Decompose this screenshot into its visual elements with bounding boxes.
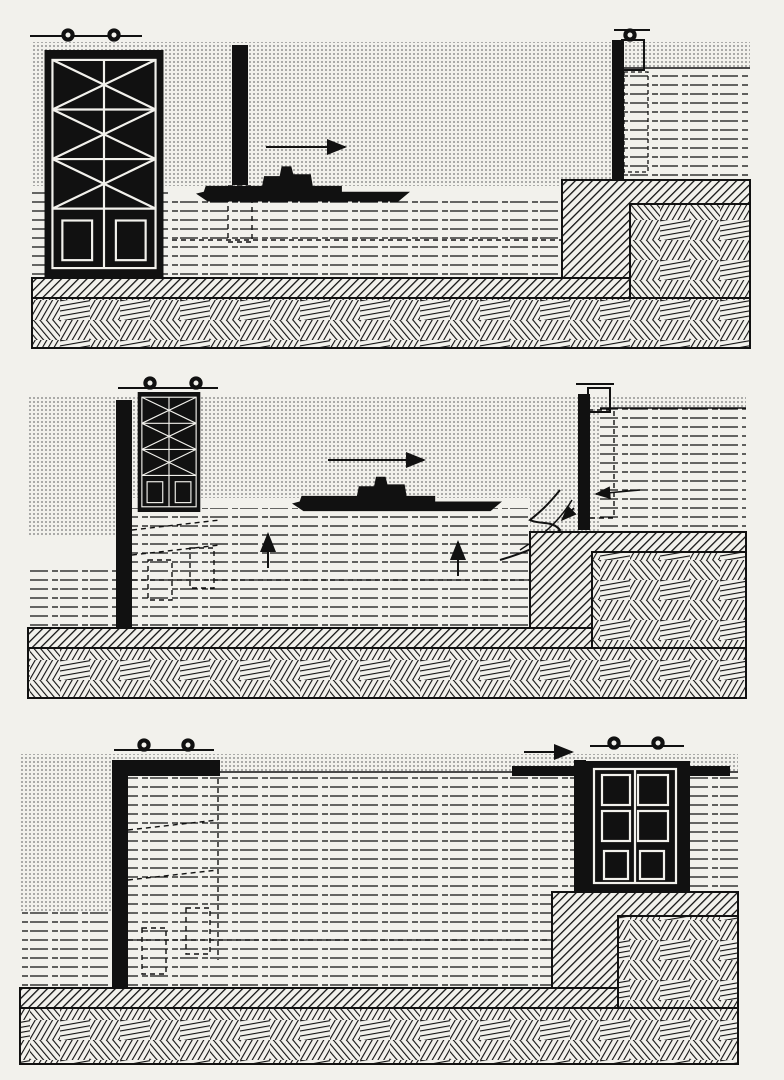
downstream-gate-closed <box>112 760 128 988</box>
chamber-floor <box>31 277 631 299</box>
panel-2-filling <box>27 376 747 699</box>
ground-bedrock <box>31 297 751 349</box>
flow-arrow-icon <box>594 486 641 500</box>
ship-icon <box>512 766 574 776</box>
upstream-gate-raised-icon <box>580 760 690 892</box>
pulley-icon <box>181 738 195 752</box>
panel-1-lower-level <box>30 28 751 349</box>
flow-arrow-icon <box>560 505 577 522</box>
pulley-icon <box>61 28 75 42</box>
pulley-icon <box>143 376 157 390</box>
pulley-icon <box>623 28 637 42</box>
upstream-gate-closed <box>578 394 590 530</box>
pulley-icon <box>107 28 121 42</box>
downstream-gate-closed <box>116 400 132 628</box>
pulley-icon <box>189 376 203 390</box>
pulley-icon <box>651 736 665 750</box>
pulley-icon <box>137 738 151 752</box>
upper-water <box>622 68 750 180</box>
gate-tower <box>232 45 248 185</box>
upstream-gate-closed <box>612 40 624 180</box>
pulley-icon <box>607 736 621 750</box>
chamber-water-rising <box>132 498 530 628</box>
panel-3-upper-level <box>19 736 739 1065</box>
panel-1-pulleys <box>30 28 650 42</box>
downstream-gate-lowered-icon <box>136 392 202 512</box>
downstream-gate-raised-icon <box>43 50 165 278</box>
